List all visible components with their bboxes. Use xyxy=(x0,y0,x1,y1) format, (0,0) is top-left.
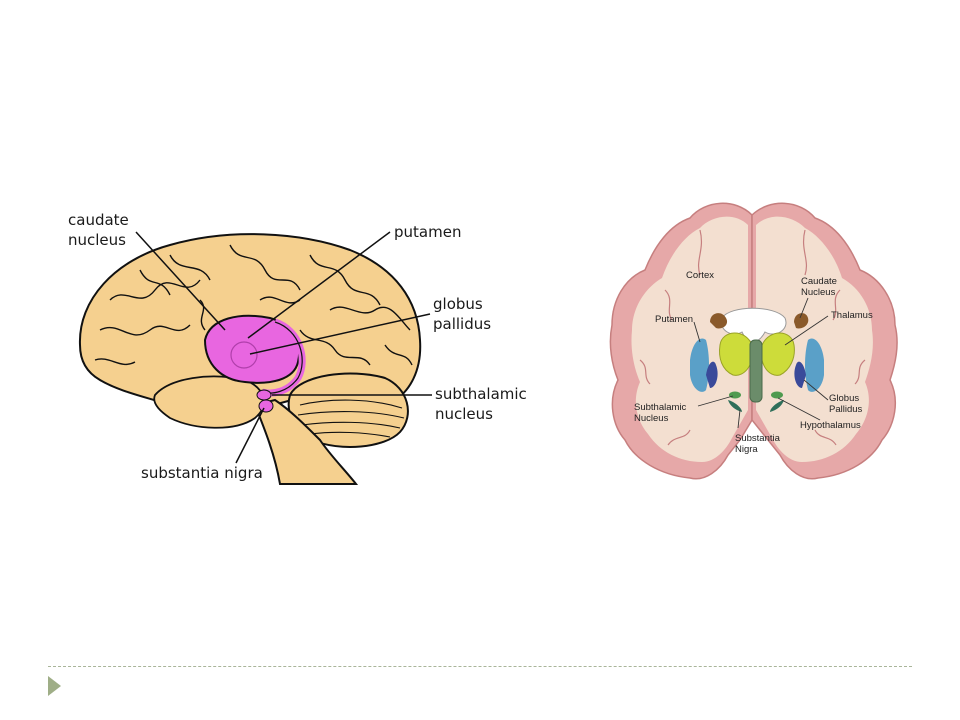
temporal-lobe xyxy=(153,375,265,429)
leader-lines xyxy=(135,231,432,464)
label-line: pallidus xyxy=(433,315,492,333)
cerebellum-folia xyxy=(297,399,405,438)
label-caudate-nucleus: caudate nucleus xyxy=(68,210,129,250)
label-line: globus xyxy=(433,295,483,313)
label-subthalamic-nucleus: subthalamic nucleus xyxy=(435,384,527,424)
substantia-nigra-shape xyxy=(258,399,274,413)
brainstem xyxy=(253,398,359,485)
label-line: nucleus xyxy=(68,231,126,249)
label-line: caudate xyxy=(68,211,129,229)
footer-arrow-icon xyxy=(48,676,61,696)
label-putamen: putamen xyxy=(394,223,462,241)
label-globus-pallidus: globus pallidus xyxy=(433,294,491,334)
label-line: nucleus xyxy=(435,405,493,423)
subthalamic-nucleus-shape xyxy=(256,389,272,401)
label-substantia-nigra: substantia nigra xyxy=(141,464,263,482)
label-line: subthalamic xyxy=(435,385,527,403)
globus-pallidus-shape xyxy=(230,341,258,369)
footer-divider xyxy=(48,666,912,667)
